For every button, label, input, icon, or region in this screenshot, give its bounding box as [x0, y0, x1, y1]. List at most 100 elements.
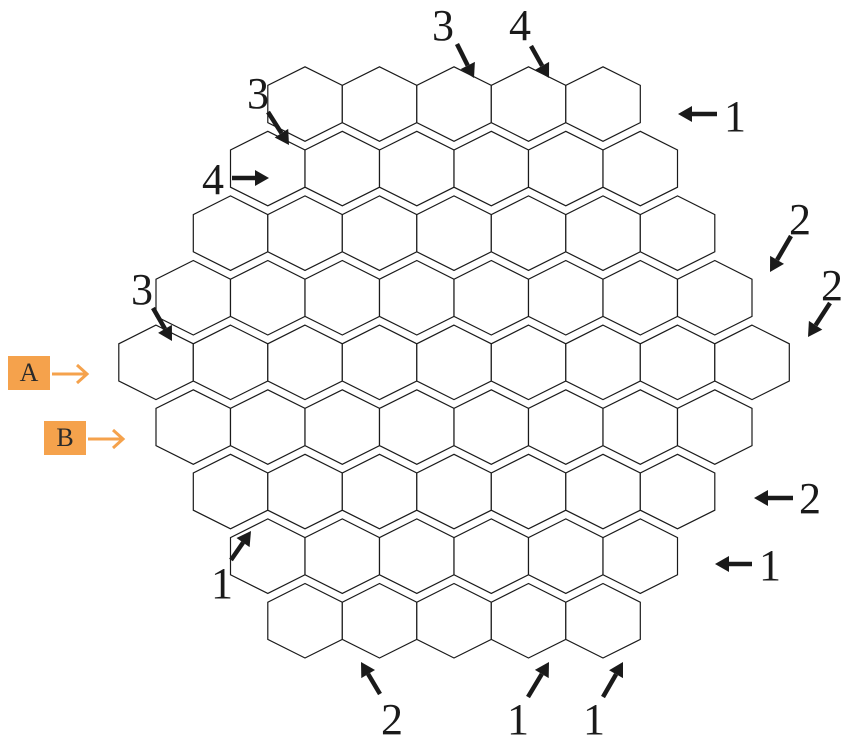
clue-label-2: 1	[724, 92, 746, 141]
clue-arrow-line-7	[151, 306, 167, 331]
clue-arrow-icon-11	[361, 662, 375, 679]
clue-arrow-icon-2	[678, 106, 692, 122]
clue-label-11: 2	[381, 695, 403, 735]
marker-a: A	[8, 356, 50, 390]
hex-cell-r6-c6[interactable]	[639, 453, 716, 530]
clue-arrow-line-0	[454, 42, 470, 67]
hex-cell-r7-c0[interactable]	[229, 518, 306, 595]
hex-cell-r6-c1[interactable]	[267, 453, 343, 530]
hex-cell-r7-c2[interactable]	[378, 518, 455, 595]
hex-cell-r7-c3[interactable]	[453, 518, 530, 595]
clue-arrow-icon-1	[535, 61, 550, 78]
hex-cell-r6-c0[interactable]	[192, 453, 269, 530]
hex-cell-r4-c7[interactable]	[639, 324, 716, 401]
hex-cell-r8-c1[interactable]	[341, 582, 418, 659]
hex-cells	[118, 66, 790, 659]
clue-arrow-icon-13	[609, 662, 623, 679]
clue-arrow-line-3	[266, 110, 284, 135]
hex-cell-r0-c3[interactable]	[490, 66, 567, 142]
hex-cell-r6-c3[interactable]	[416, 453, 492, 530]
hex-cell-r2-c3[interactable]	[416, 195, 492, 272]
hex-cell-r2-c5[interactable]	[565, 195, 641, 272]
hex-cell-r5-c7[interactable]	[676, 389, 753, 465]
hex-cell-r1-c0[interactable]	[229, 130, 306, 207]
hex-cell-r1-c1[interactable]	[304, 130, 381, 207]
hex-cell-r1-c2[interactable]	[378, 130, 455, 207]
hex-cell-r3-c7[interactable]	[676, 259, 753, 336]
hex-cell-r6-c5[interactable]	[565, 453, 641, 530]
hex-cell-r8-c0[interactable]	[267, 582, 343, 659]
clue-arrow-line-10	[229, 541, 245, 562]
clue-label-10: 1	[211, 559, 233, 608]
hex-cell-r8-c2[interactable]	[416, 582, 492, 659]
hex-cell-r1-c3[interactable]	[453, 130, 530, 207]
hex-cell-r2-c6[interactable]	[639, 195, 716, 272]
clue-arrow-icon-5	[770, 255, 784, 272]
clue-label-12: 1	[507, 695, 529, 735]
hex-cell-r3-c5[interactable]	[527, 259, 604, 336]
hex-cell-r1-c5[interactable]	[602, 130, 679, 207]
hex-cell-r5-c3[interactable]	[378, 389, 455, 465]
clue-arrow-line-12	[526, 672, 544, 699]
hex-cell-r4-c8[interactable]	[714, 324, 790, 401]
hex-cell-r4-c2[interactable]	[267, 324, 343, 401]
clue-arrow-icon-0	[460, 61, 475, 78]
marker-b: B	[44, 421, 86, 455]
hex-cell-r3-c6[interactable]	[602, 259, 679, 336]
clue-label-6: 2	[821, 261, 842, 310]
marker-a-label: A	[19, 358, 39, 387]
hex-cell-r2-c1[interactable]	[267, 195, 343, 272]
hex-cell-r7-c1[interactable]	[304, 518, 381, 595]
clue-arrow-icon-8	[754, 490, 768, 506]
clue-arrow-icon-4	[255, 170, 269, 186]
hex-cell-r5-c4[interactable]	[453, 389, 530, 465]
hex-cell-r3-c2[interactable]	[304, 259, 381, 336]
hex-cell-r1-c4[interactable]	[527, 130, 604, 207]
hex-cell-r3-c4[interactable]	[453, 259, 530, 336]
hex-cell-r0-c2[interactable]	[416, 66, 492, 142]
clue-arrow-icon-7	[158, 324, 172, 341]
clue-arrow-line-1	[529, 44, 545, 67]
hex-cell-r5-c6[interactable]	[602, 389, 679, 465]
hex-cell-r3-c1[interactable]	[229, 259, 306, 336]
hex-cell-r4-c6[interactable]	[565, 324, 641, 401]
hex-cell-r6-c4[interactable]	[490, 453, 567, 530]
hex-cell-r0-c1[interactable]	[341, 66, 418, 142]
hex-cell-r5-c5[interactable]	[527, 389, 604, 465]
hex-cell-r3-c3[interactable]	[378, 259, 455, 336]
hex-cell-r8-c3[interactable]	[490, 582, 567, 659]
clue-arrow-icon-3	[274, 128, 289, 145]
clue-label-7: 3	[131, 265, 153, 314]
marker-a-arrow-icon	[52, 363, 90, 385]
hex-cell-r8-c4[interactable]	[565, 582, 641, 659]
hex-cell-r4-c0[interactable]	[118, 324, 194, 401]
hex-cell-r3-c0[interactable]	[155, 259, 232, 336]
clue-arrow-icon-10	[236, 531, 251, 548]
hex-cell-r4-c5[interactable]	[490, 324, 567, 401]
hex-cell-r5-c2[interactable]	[304, 389, 381, 465]
hex-cell-r4-c4[interactable]	[416, 324, 492, 401]
clue-arrow-icon-6	[808, 320, 823, 337]
clue-label-3: 3	[247, 69, 269, 118]
hex-cell-r5-c0[interactable]	[155, 389, 232, 465]
hex-cell-r4-c3[interactable]	[341, 324, 418, 401]
hex-cell-r7-c5[interactable]	[602, 518, 679, 595]
clue-label-0: 3	[432, 1, 454, 50]
hex-cell-r6-c2[interactable]	[341, 453, 418, 530]
clue-label-4: 4	[202, 155, 224, 204]
marker-b-arrow-icon	[88, 428, 126, 450]
clue-arrow-line-5	[775, 234, 793, 262]
hex-cell-r4-c1[interactable]	[192, 324, 269, 401]
hex-cell-r2-c4[interactable]	[490, 195, 567, 272]
clue-label-8: 2	[799, 474, 821, 523]
hex-cell-r2-c0[interactable]	[192, 195, 269, 272]
clue-arrow-icon-9	[715, 556, 729, 572]
clue-arrow-line-13	[601, 673, 619, 699]
clue-label-1: 4	[509, 1, 531, 50]
hex-cell-r5-c1[interactable]	[229, 389, 306, 465]
hex-cell-r2-c2[interactable]	[341, 195, 418, 272]
hex-cell-r7-c4[interactable]	[527, 518, 604, 595]
hex-cell-r0-c4[interactable]	[565, 66, 641, 142]
